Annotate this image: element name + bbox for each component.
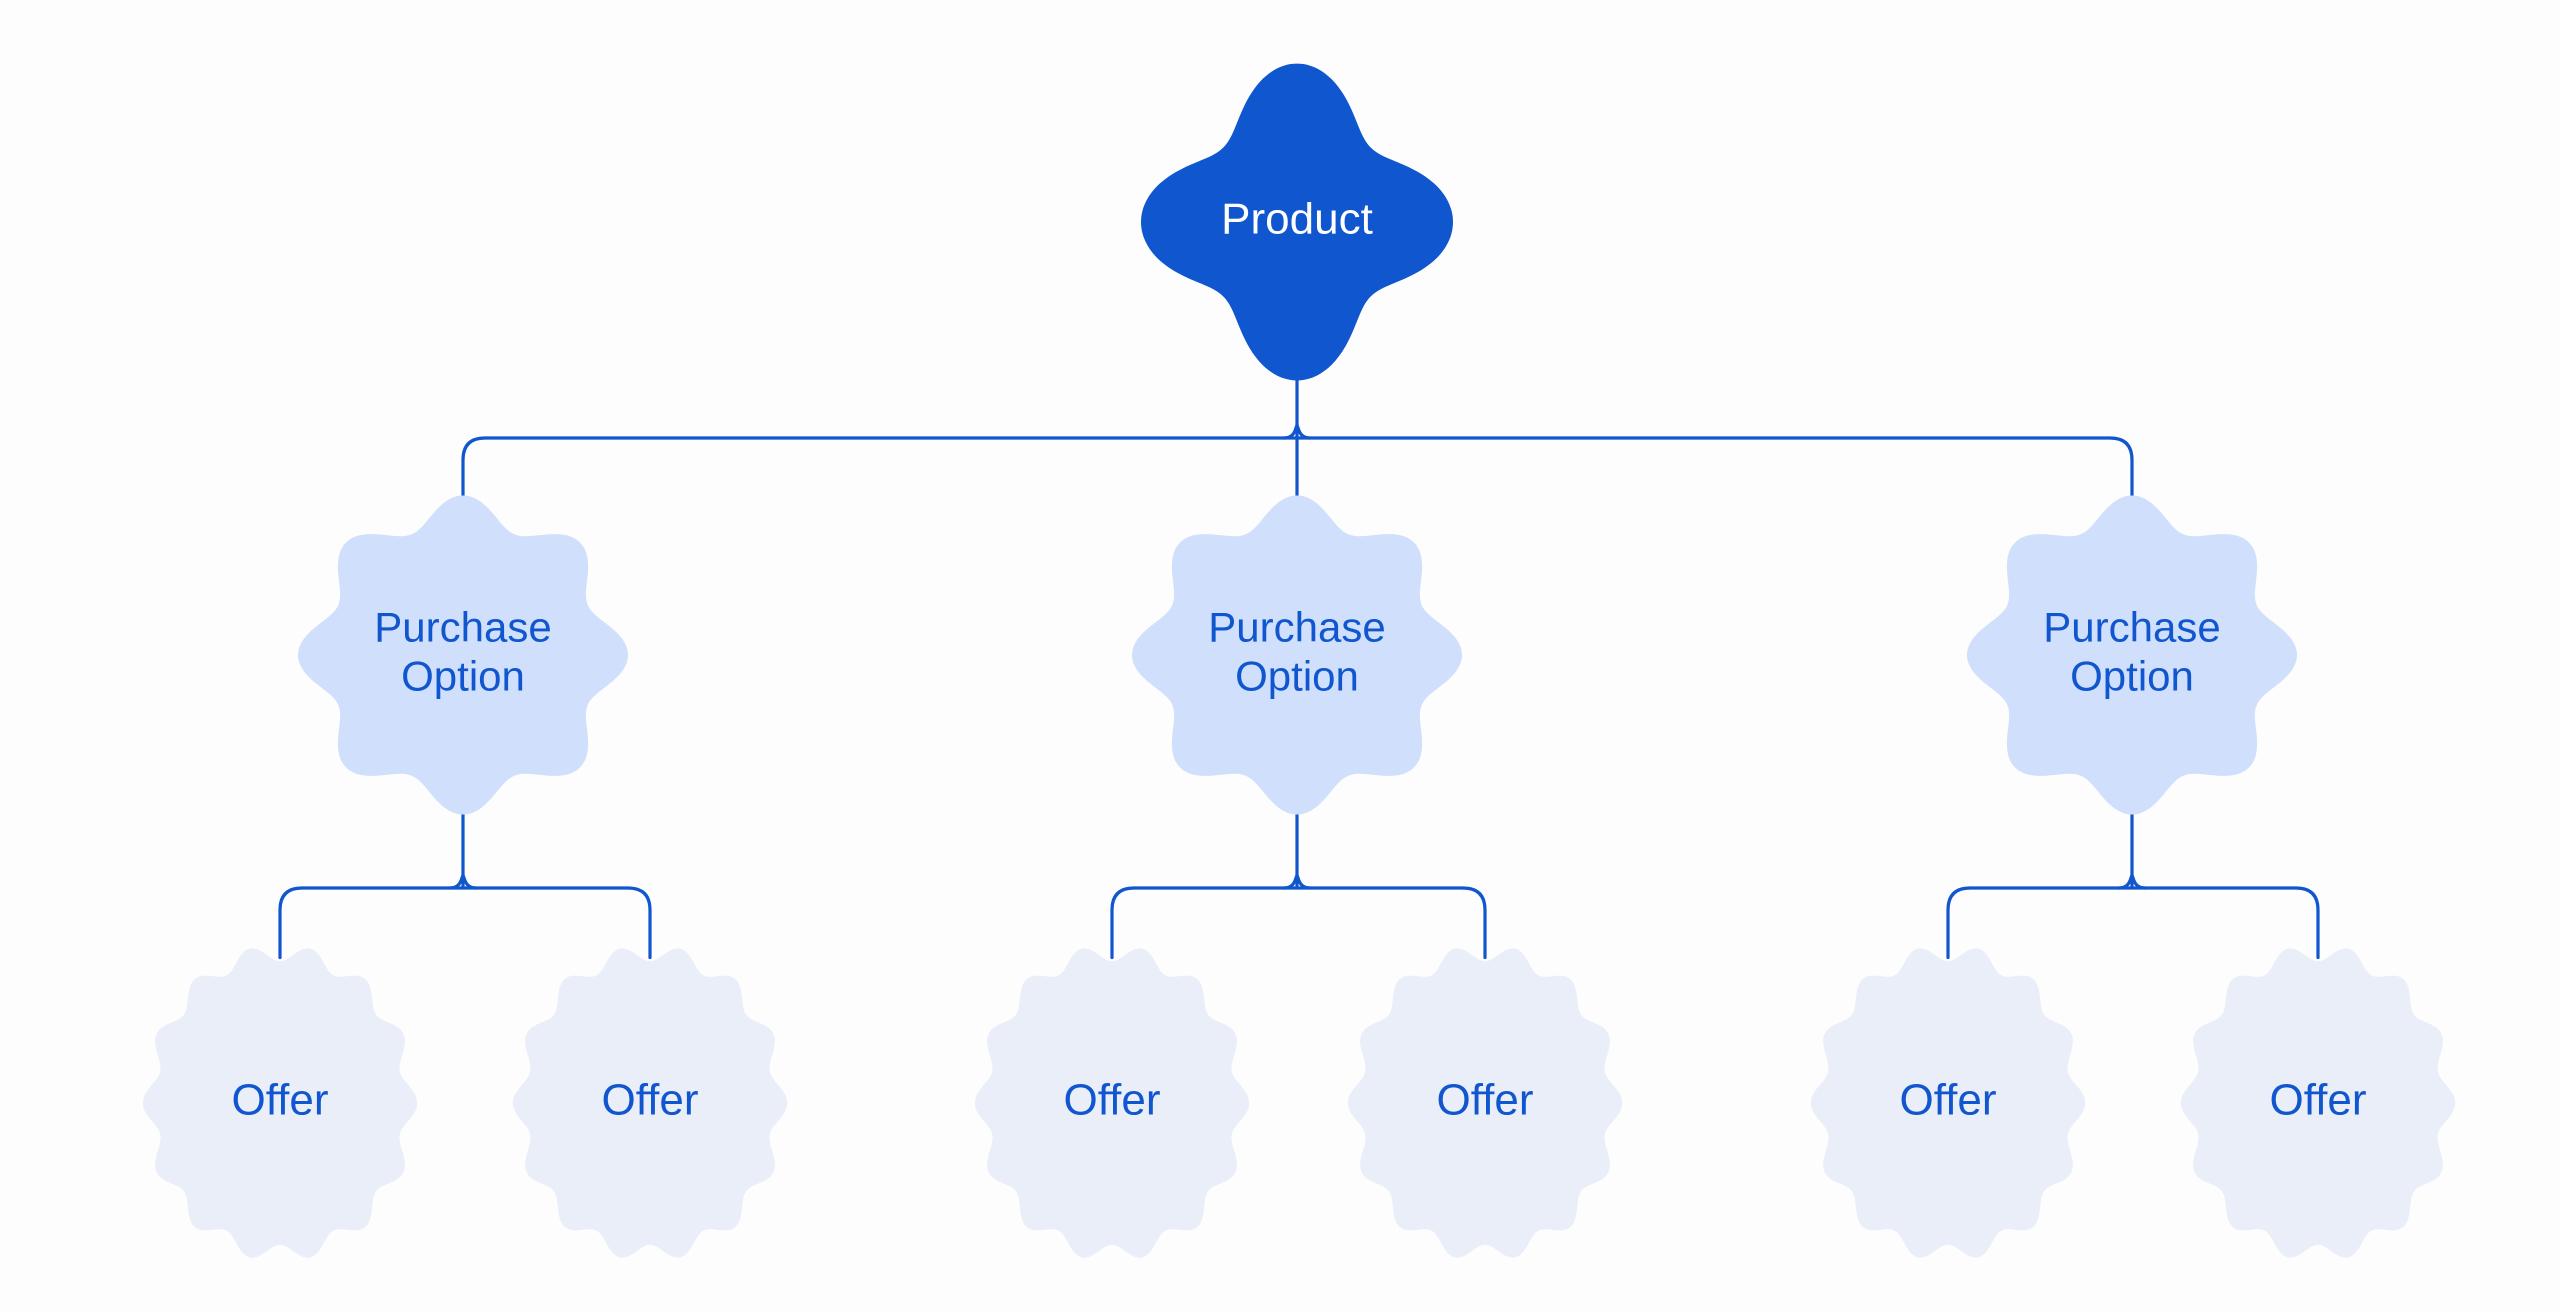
node-purchase-option-2-shape[interactable] [1132, 495, 1462, 815]
node-purchase-option-1-shape[interactable] [298, 495, 628, 815]
connector-level2-junction-fillet-2 [1282, 873, 1312, 890]
connector-to-offer-2 [626, 886, 652, 960]
connector-to-offer-3 [1110, 886, 1136, 960]
node-offer-4-shape[interactable] [1347, 948, 1623, 1258]
node-offer-1-shape[interactable] [142, 948, 418, 1258]
node-offer-2-shape[interactable] [512, 948, 788, 1258]
node-offer-5[interactable]: Offer [1810, 948, 2086, 1258]
node-offer-3-shape[interactable] [974, 948, 1250, 1258]
connector-level2-junction-fillet-1 [448, 873, 478, 890]
node-offer-1[interactable]: Offer [142, 948, 418, 1258]
node-offer-6[interactable]: Offer [2180, 948, 2456, 1258]
node-product[interactable]: Product [1141, 63, 1453, 381]
node-offer-3[interactable]: Offer [974, 948, 1250, 1258]
connector-to-offer-4 [1461, 886, 1487, 960]
connector-to-offer-6 [2294, 886, 2320, 960]
node-purchase-option-3-shape[interactable] [1967, 495, 2297, 815]
connector-level2-junction-fillet-3 [2117, 873, 2147, 890]
connector-level1-junction-fillet [1282, 423, 1312, 440]
connector-to-purchase-option-3 [2108, 436, 2134, 516]
node-offer-6-shape[interactable] [2180, 948, 2456, 1258]
node-product-shape[interactable] [1141, 63, 1453, 381]
connector-to-purchase-option-1 [461, 436, 487, 516]
node-offer-4[interactable]: Offer [1347, 948, 1623, 1258]
node-offer-5-shape[interactable] [1810, 948, 2086, 1258]
node-offer-2[interactable]: Offer [512, 948, 788, 1258]
connector-to-offer-1 [278, 886, 304, 960]
connector-to-offer-5 [1946, 886, 1972, 960]
